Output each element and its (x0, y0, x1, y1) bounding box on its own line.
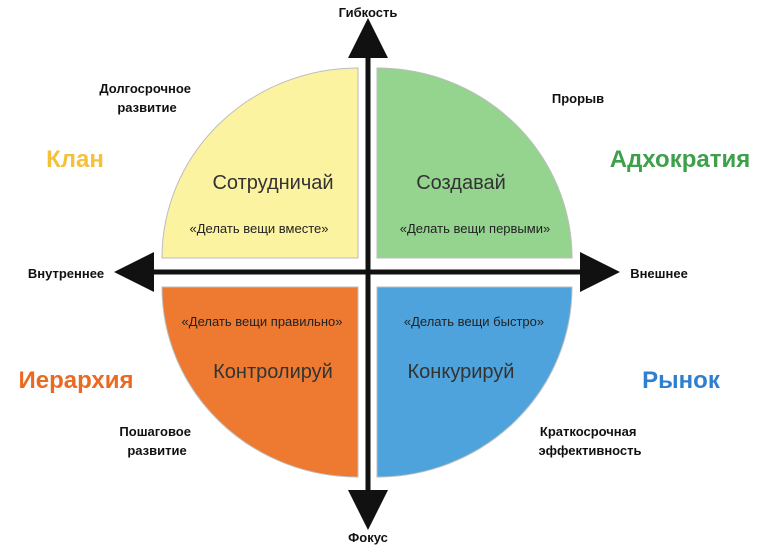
culture-label-market: Рынок (642, 367, 721, 394)
quadrant-title-control: Контролируй (213, 361, 333, 383)
quadrant-bottom-left-sector (161, 286, 359, 478)
axis-label-internal: Внутреннее (28, 266, 104, 281)
quadrant-top-left-sector (161, 67, 359, 259)
culture-label-adhocracy: Адхократия (610, 146, 751, 173)
quadrant-title-create: Создавай (416, 172, 506, 194)
corner-label-short-term: Краткосрочная эффективность (538, 424, 641, 458)
axis-label-focus: Фокус (348, 530, 388, 545)
culture-label-clan: Клан (46, 146, 104, 173)
corner-label-long-term: Долгосрочное развитие (99, 81, 194, 115)
culture-label-hierarchy: Иерархия (18, 367, 133, 394)
quadrant-motto-collaborate: «Делать вещи вместе» (190, 221, 329, 236)
corner-label-incremental: Пошаговое развитие (119, 424, 194, 458)
quadrant-motto-control: «Делать вещи правильно» (182, 314, 343, 329)
quadrant-bottom-right-sector (376, 286, 573, 478)
axis-label-flexibility: Гибкость (339, 5, 398, 20)
axis-label-external: Внешнее (630, 266, 688, 281)
quadrant-title-collaborate: Сотрудничай (212, 172, 333, 194)
quadrant-title-compete: Конкурируй (408, 361, 515, 383)
quadrant-top-right-sector (376, 67, 573, 259)
quadrant-motto-compete: «Делать вещи быстро» (404, 314, 544, 329)
corner-label-breakthrough: Прорыв (552, 91, 604, 106)
quadrant-motto-create: «Делать вещи первыми» (400, 221, 550, 236)
